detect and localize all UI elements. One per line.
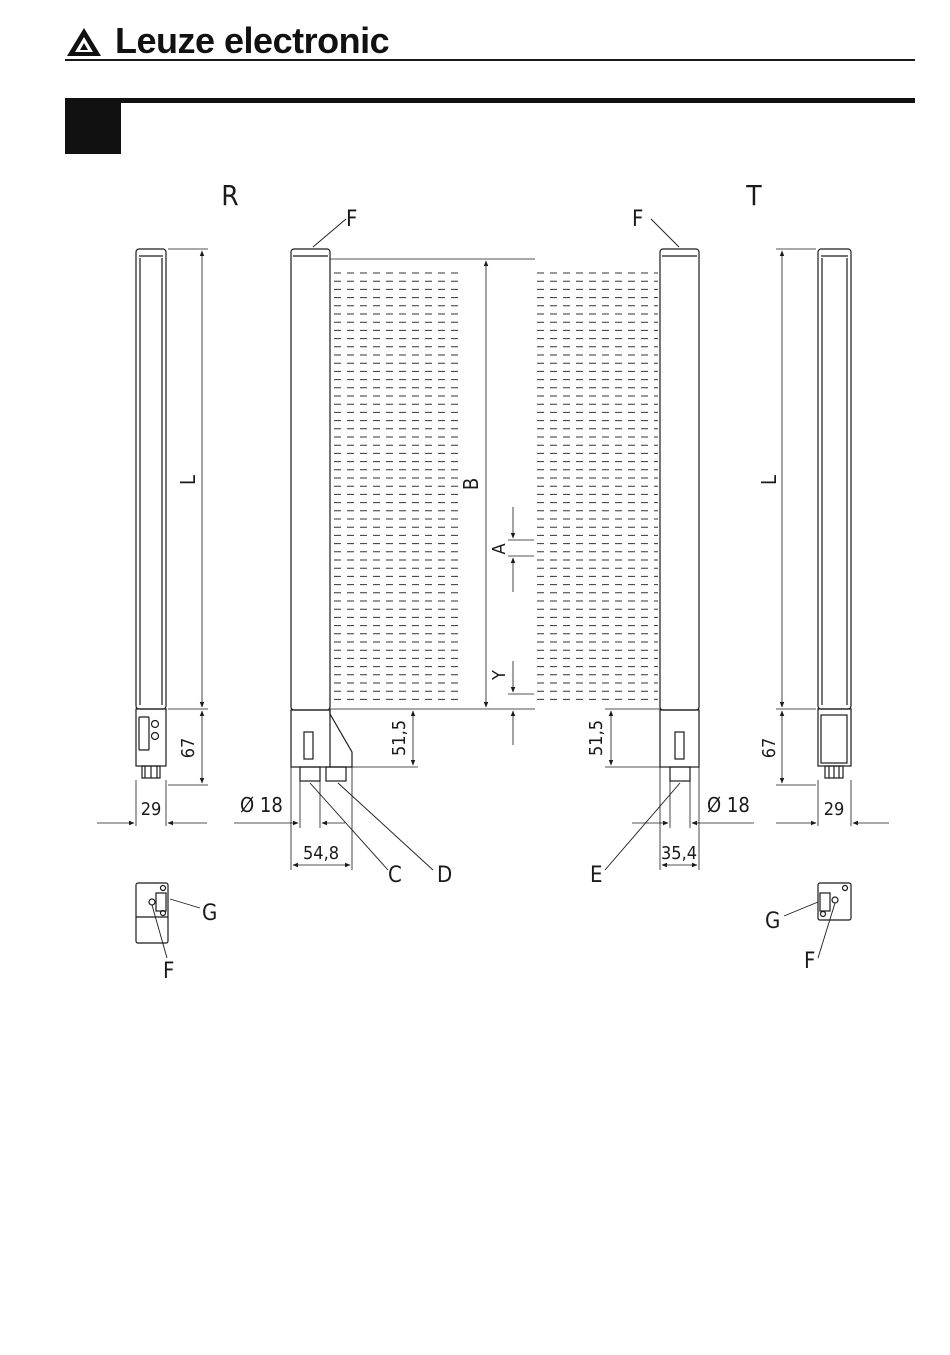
- transmitter-front-view: [660, 249, 699, 781]
- dim-width-left: 29: [141, 799, 162, 820]
- receiver-bottom-view: [136, 883, 168, 943]
- callout-g-transmitter: G: [765, 909, 780, 934]
- callout-f-receiver-bottom: F: [163, 959, 174, 984]
- callout-e: E: [590, 863, 603, 888]
- dim-transmitter-depth: 35,4: [661, 843, 697, 864]
- dim-receiver-depth: 54,8: [303, 843, 339, 864]
- dim-length-left: L: [176, 475, 200, 485]
- dim-offset: Y: [489, 670, 510, 681]
- receiver-front-view: [291, 249, 352, 781]
- dim-length-right: L: [757, 475, 781, 485]
- dim-resolution: A: [489, 543, 510, 554]
- transmitter-bottom-view: [818, 883, 851, 920]
- transmitter-label: T: [745, 179, 762, 212]
- dim-diameter-right: Ø 18: [707, 793, 750, 817]
- receiver-side-view: [136, 249, 166, 778]
- callout-f-transmitter: F: [632, 207, 643, 232]
- transmitter-side-view: [818, 249, 851, 778]
- light-beams: [334, 273, 658, 699]
- callout-f-transmitter-bottom: F: [804, 949, 815, 974]
- dim-cap-height-right: 67: [759, 738, 780, 759]
- callout-g-receiver: G: [202, 901, 217, 926]
- dim-diameter-left: Ø 18: [240, 793, 283, 817]
- dim-bottom-height-right: 51,5: [586, 720, 607, 756]
- callout-c: C: [388, 863, 402, 888]
- dim-cap-height-left: 67: [178, 738, 199, 759]
- receiver-label: R: [221, 179, 239, 212]
- dim-bottom-height-left: 51,5: [389, 720, 410, 756]
- callout-f-receiver: F: [346, 207, 357, 232]
- dim-protective-height: B: [459, 478, 483, 490]
- dim-width-right: 29: [824, 799, 845, 820]
- callout-d: D: [437, 863, 452, 888]
